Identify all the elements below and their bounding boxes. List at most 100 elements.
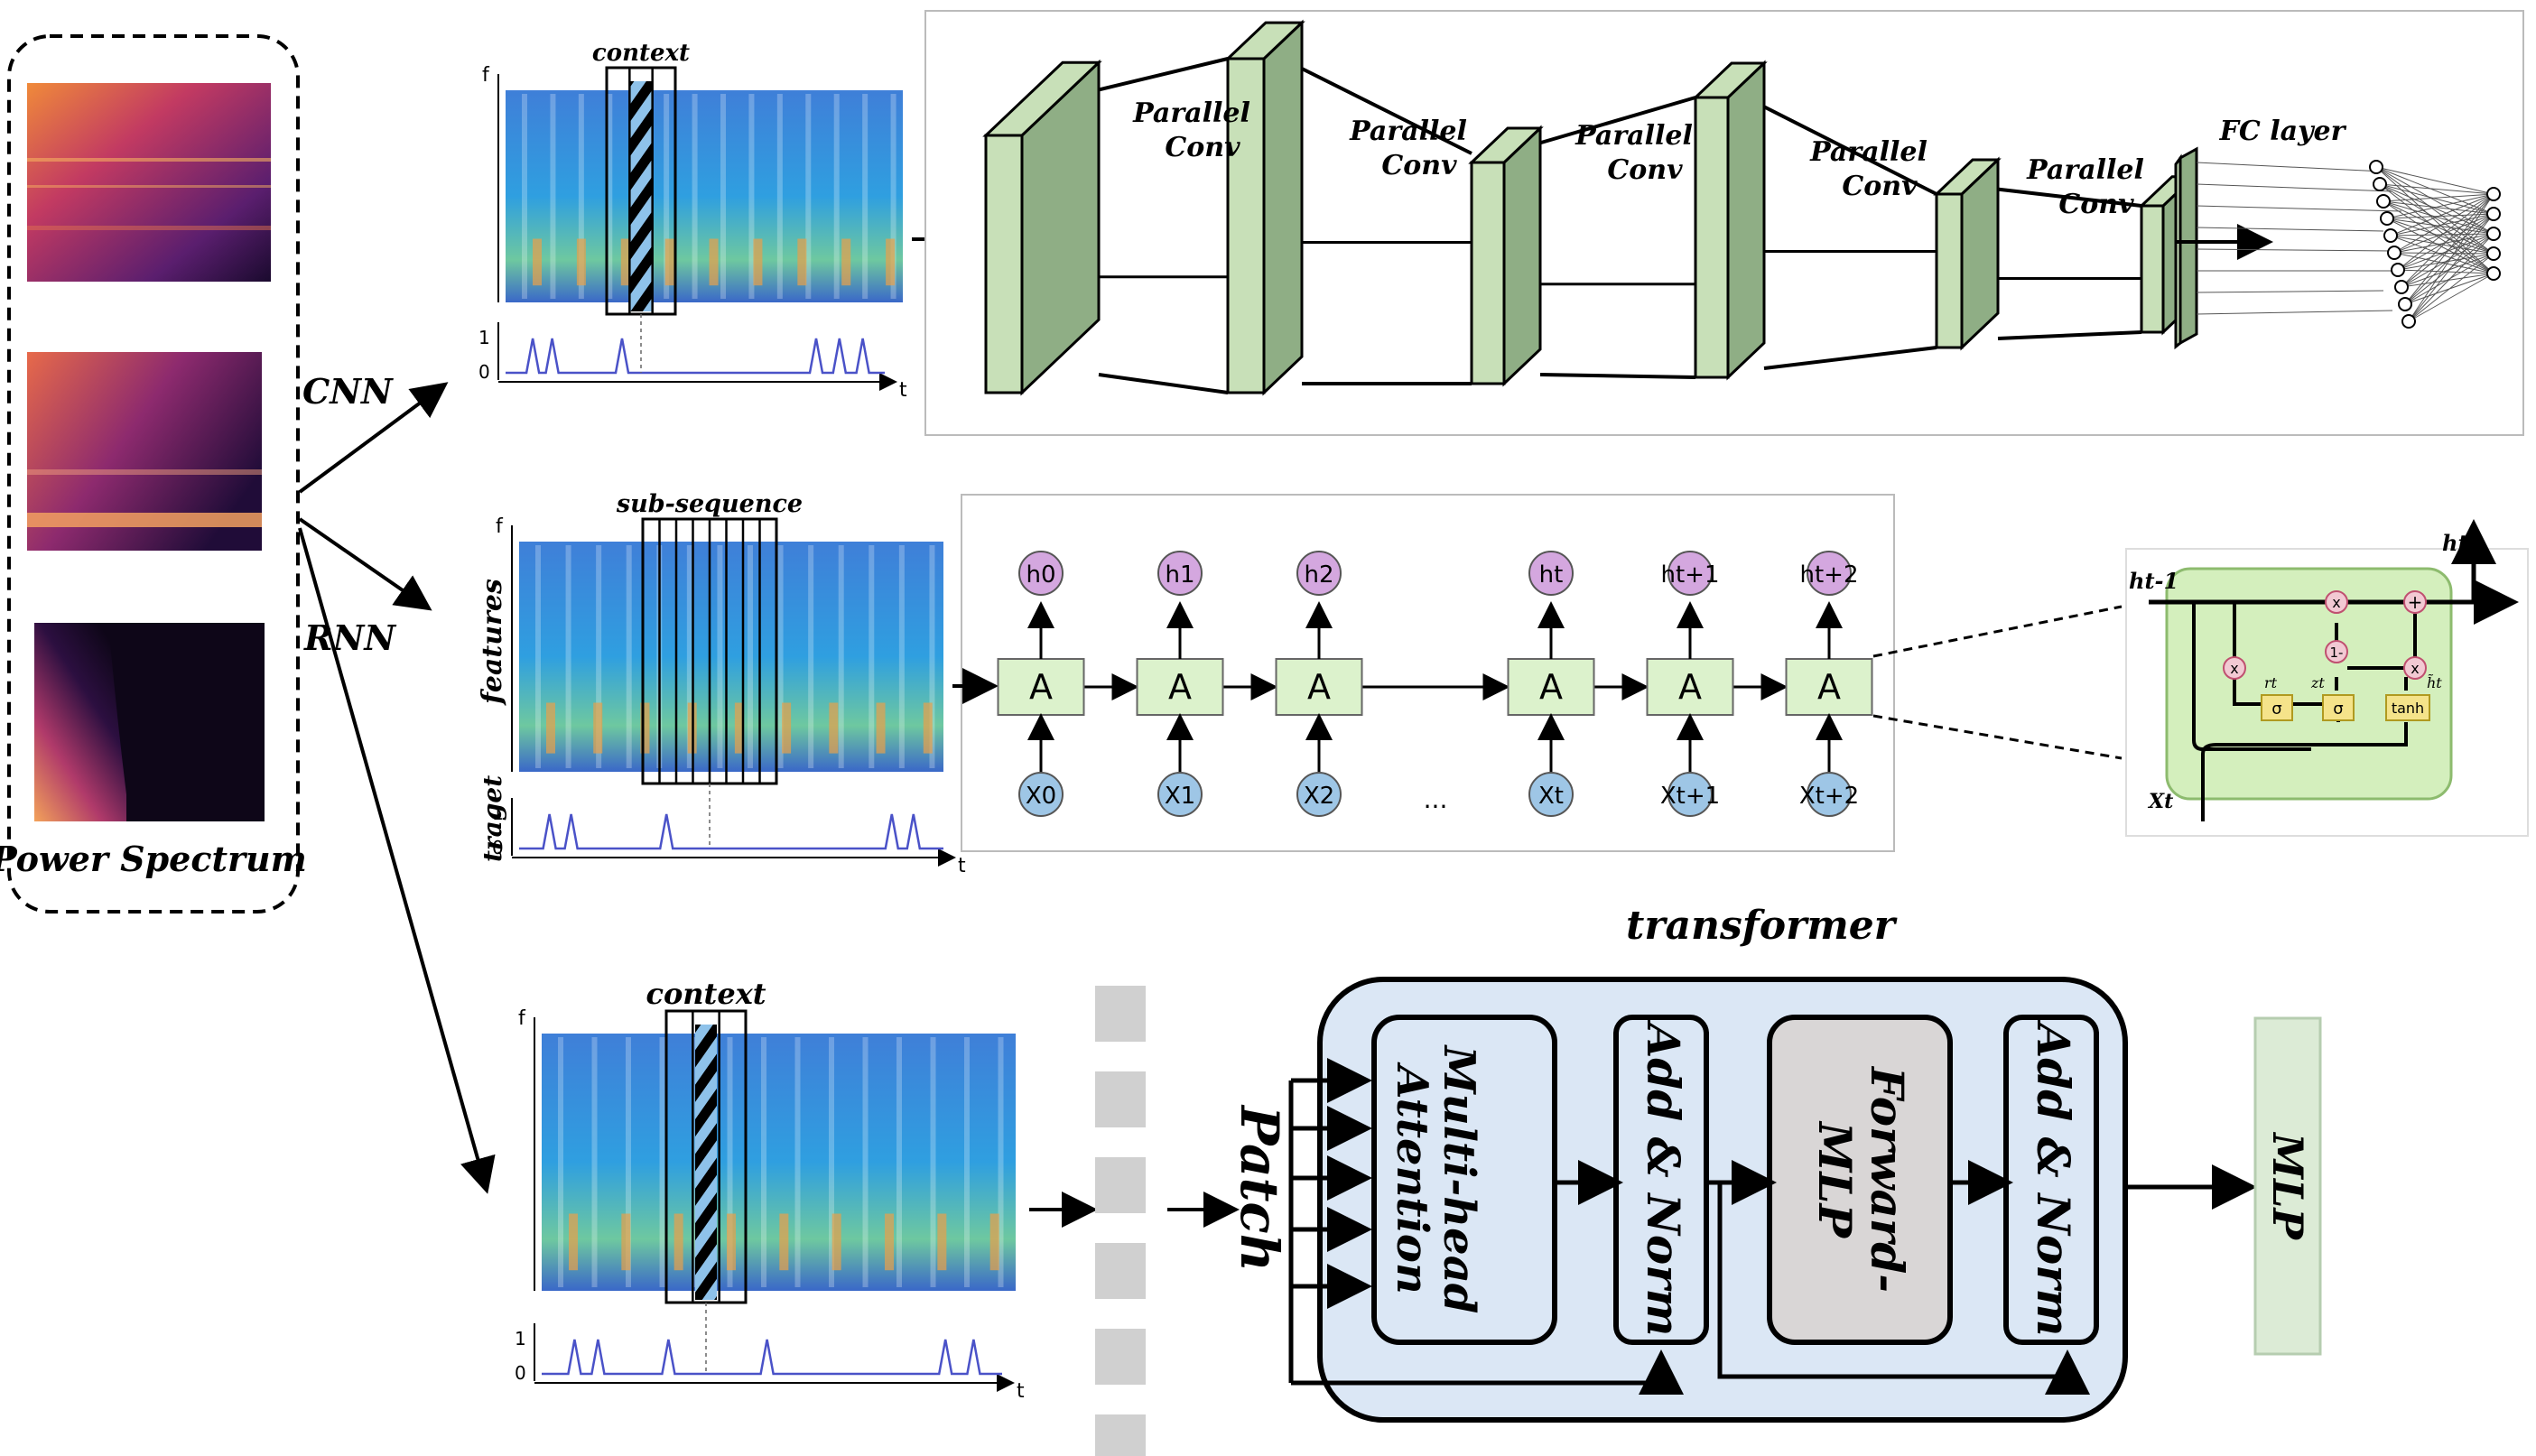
rnn-cell-label: A	[1539, 667, 1563, 707]
conv-side	[1502, 125, 1542, 387]
conv-label-3-line-2: Conv	[1607, 154, 1683, 186]
rnn-cell-label: A	[1678, 667, 1702, 707]
spectrogram-gap	[794, 1037, 801, 1287]
conv-label-5-line-1: Parallel	[2026, 154, 2144, 186]
spectrogram-energy	[829, 702, 839, 754]
spectrogram-thumb-1	[27, 83, 271, 282]
input-label: X0	[1026, 783, 1056, 810]
fc-edge	[2383, 200, 2494, 215]
arrow-to-rnn	[298, 517, 432, 611]
conv-label-2-line-2: Conv	[1381, 150, 1457, 181]
spectrogram-gap	[659, 1037, 665, 1287]
fc-edge	[2196, 183, 2393, 192]
fc-edge	[2386, 193, 2494, 219]
spectrogram-energy	[664, 238, 674, 286]
fc-edge	[2386, 218, 2494, 235]
fc-edge	[2397, 193, 2494, 271]
spectrogram-gap	[808, 545, 814, 768]
rnn-ellipsis: ...	[1424, 784, 1448, 814]
patch-label: Patch	[1229, 1104, 1290, 1272]
fc-node	[2376, 194, 2391, 209]
lstm-gate-1: σ	[2271, 700, 2281, 719]
fc-node	[2369, 160, 2383, 174]
patch-tile	[1095, 1414, 1146, 1456]
conv-front	[2140, 204, 2165, 334]
conv-side	[1262, 19, 1304, 396]
fc-edge	[2393, 193, 2494, 254]
rnn-branch-label: RNN	[303, 617, 396, 658]
power-spectrum-title: Power Spectrum	[0, 839, 307, 879]
hidden-node	[1667, 551, 1713, 596]
spectrogram-energy	[533, 238, 542, 286]
conv-connector-bottom	[1098, 373, 1229, 394]
zoom-line-bottom	[1872, 714, 2123, 760]
spectrogram-energy	[831, 1213, 841, 1271]
fc-edge	[2375, 166, 2494, 195]
spectrogram-gap	[805, 94, 812, 299]
spectrogram-gap	[761, 1037, 766, 1287]
spectrogram-gap	[558, 1037, 563, 1287]
input-node	[1667, 772, 1713, 817]
gated-cell-detail	[2125, 519, 2529, 837]
spectrogram-gap	[890, 94, 896, 299]
freq-axis-label: f	[482, 64, 490, 87]
fc-node	[2401, 314, 2416, 329]
spectrogram-image	[519, 542, 943, 772]
freq-axis-label: f	[496, 515, 504, 538]
spectrogram-energy	[673, 1213, 683, 1271]
input-bus	[1288, 1058, 2090, 1395]
conv-label-3-line-1: Parallel	[1575, 120, 1693, 152]
input-node	[1296, 772, 1342, 817]
hidden-label: h1	[1165, 561, 1194, 589]
fc-edge	[2196, 310, 2393, 315]
spectrogram-gap	[748, 545, 753, 768]
tick-1: 1	[515, 1328, 526, 1349]
spectrogram-thumb-3	[34, 623, 265, 821]
lstm-mult-left: x	[2230, 660, 2238, 677]
lstm-gate-tag-3: h̃t	[2427, 674, 2442, 691]
hidden-node	[1528, 551, 1574, 596]
add-norm-1-label: Add & Norm	[1637, 1020, 1690, 1337]
target-curve	[519, 813, 943, 850]
arrow-to-transformer	[298, 527, 496, 1194]
time-axis-label: t	[899, 379, 907, 402]
input-node	[1528, 772, 1574, 817]
conv-layers: ParallelConvParallelConvParallelConvPara…	[982, 19, 2197, 396]
fc-node	[2486, 207, 2501, 221]
conv-front	[1226, 57, 1266, 394]
ffn-label-line-2: MLP	[1808, 1120, 1862, 1239]
patch-tile	[1095, 1157, 1146, 1213]
fc-node	[2380, 211, 2394, 226]
mha-label-line-1: Multi-head	[1434, 1044, 1484, 1314]
rnn-cell	[997, 658, 1085, 716]
hidden-node	[1296, 551, 1342, 596]
fc-node	[2394, 280, 2409, 294]
fc-node	[2486, 227, 2501, 241]
conv-front	[1935, 192, 1964, 349]
spectrogram-gap	[717, 545, 723, 768]
hidden-label: ht+1	[1661, 561, 1720, 589]
fc-edge	[2404, 233, 2494, 305]
fc-node	[2486, 187, 2501, 201]
tick-1: 1	[492, 802, 504, 824]
spectrogram-gap	[686, 545, 692, 768]
spectrogram-gap	[748, 94, 755, 299]
spectrogram-energy	[989, 1213, 999, 1271]
hidden-label: ht	[1539, 561, 1564, 589]
zoom-line-top	[1872, 605, 2123, 658]
input-node	[1157, 772, 1203, 817]
fc-edge	[2404, 213, 2494, 305]
hidden-label: h2	[1304, 561, 1333, 589]
fc-edge	[2390, 235, 2494, 255]
spectrogram-gap	[626, 1037, 631, 1287]
spectrogram-gap	[692, 94, 698, 299]
fc-edge	[2196, 162, 2384, 172]
lstm-mult-right: x	[2411, 660, 2419, 677]
input-label: Xt	[1538, 783, 1564, 810]
spectrogram-gap	[833, 94, 840, 299]
spectrogram-gap	[862, 1037, 869, 1287]
patch-tile	[1095, 986, 1146, 1042]
